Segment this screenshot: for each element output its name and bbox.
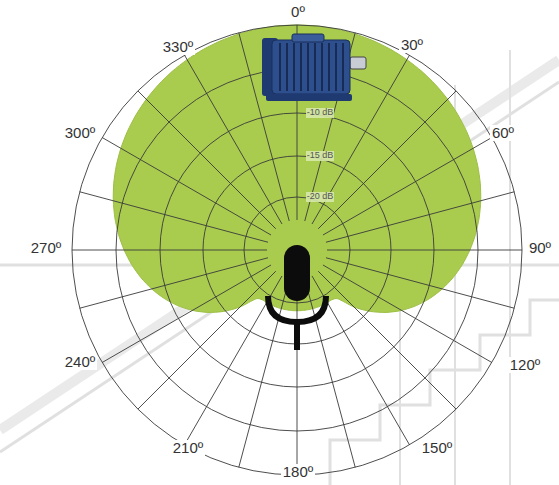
polar-grid [72,25,522,475]
motor-icon [262,34,366,101]
angle-label: 60º [490,125,516,142]
db-scale-label: -15 dB [306,151,335,161]
grid-spoke [318,271,456,409]
cardioid-area [113,25,481,312]
grid-spoke [318,91,456,229]
grid-spoke [323,265,492,363]
cardioid-pattern [113,25,481,312]
grid-spoke [326,192,514,242]
angle-label: 180º [281,464,316,481]
angle-label: 300º [63,125,98,142]
angle-label: 30º [399,37,425,54]
grid-spoke [305,279,355,467]
grid-spoke [72,250,267,251]
angle-label: 0º [289,4,307,21]
grid-spoke [138,271,276,409]
angle-label: 240º [63,354,98,371]
angle-label: 210º [171,440,206,457]
grid-spoke [80,258,268,308]
db-scale-label: -10 dB [306,108,335,118]
grid-ring [72,25,522,475]
angle-label: 120º [508,357,543,374]
grid-spoke [327,250,522,251]
angle-label: 90º [527,240,553,257]
grid-spoke [102,138,271,236]
angle-label: 330º [161,39,196,56]
angle-label: 150º [420,440,455,457]
microphone-icon [268,245,326,350]
grid-spoke [297,280,298,475]
grid-spoke [138,91,276,229]
db-scale-label: -20 dB [306,192,335,202]
angle-label: 270º [29,240,64,257]
